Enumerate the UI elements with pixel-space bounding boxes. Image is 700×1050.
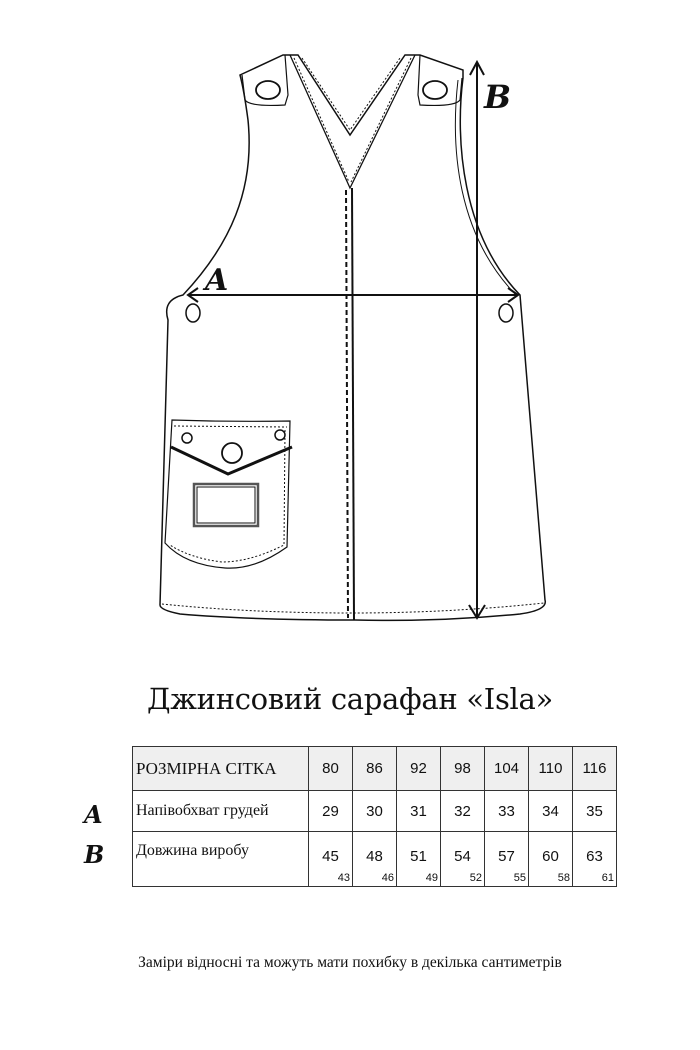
sarafan-sketch: A B — [159, 54, 547, 622]
size-cell: 86 — [352, 746, 397, 791]
value-cell: 29 — [308, 790, 353, 832]
measurement-note: Заміри відносні та можуть мати похибку в… — [138, 954, 562, 971]
strap-button-left — [255, 80, 281, 100]
value-cell: 35 — [572, 790, 617, 832]
measure-b-label: B — [483, 78, 511, 116]
size-cell: 110 — [528, 746, 573, 791]
marker-a: A — [84, 800, 103, 829]
header-label: РОЗМІРНА СІТКА — [132, 746, 309, 791]
size-cell: 98 — [440, 746, 485, 791]
value-cell: 33 — [484, 790, 529, 832]
table-row-chest: Напівобхват грудей 29 30 31 32 33 34 35 — [132, 790, 617, 832]
size-cell: 116 — [572, 746, 617, 791]
row-label: Напівобхват грудей — [132, 790, 309, 832]
strap-button-right — [422, 80, 448, 100]
value-cell: 34 — [528, 790, 573, 832]
size-table: РОЗМІРНА СІТКА 80 86 92 98 104 110 116 Н… — [132, 746, 617, 887]
size-cell: 104 — [484, 746, 529, 791]
marker-b: B — [84, 840, 105, 869]
table-header-row: РОЗМІРНА СІТКА 80 86 92 98 104 110 116 — [132, 746, 617, 791]
product-title: Джинсовий сарафан «Isla» — [147, 682, 553, 716]
pocket — [164, 419, 291, 569]
size-cell: 80 — [308, 746, 353, 791]
value-cell: 31 — [396, 790, 441, 832]
value-cell: 30 — [352, 790, 397, 832]
row-label: Довжина виробу — [132, 831, 309, 887]
size-cell: 92 — [396, 746, 441, 791]
measure-a-label: A — [202, 263, 228, 298]
value-cell: 32 — [440, 790, 485, 832]
dress-outline — [159, 54, 547, 622]
